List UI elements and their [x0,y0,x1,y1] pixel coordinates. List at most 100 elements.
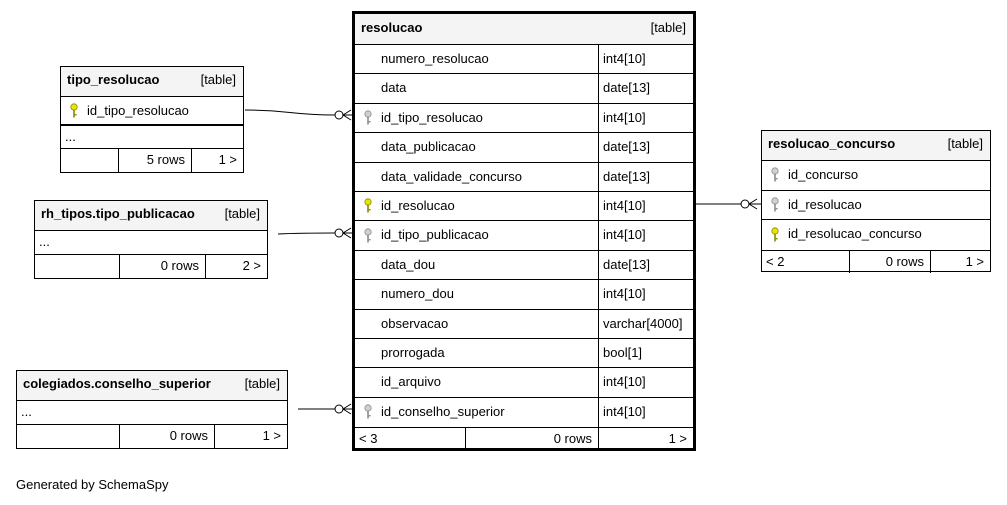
foreign-key-icon [364,404,372,419]
column-row[interactable]: id_concurso [762,161,990,191]
column-type: int4[10] [603,51,646,66]
table-tag: [table] [947,136,983,151]
children-count[interactable]: 1 > [262,428,281,443]
column-list: id_concurso id_resolucao id_resolucao_conc… [762,161,990,251]
column-name: id_concurso [788,167,859,182]
table-header: resolucao_concurso [table] [762,131,990,161]
table-title: resolucao [361,20,423,35]
column-name-cell: id_tipo_publicacao [355,221,599,250]
column-name-cell: observacao [355,309,599,338]
parents-count [61,149,119,172]
parents-count[interactable]: < 3 [355,428,466,452]
column-name: id_resolucao [381,197,455,213]
primary-key-icon [771,227,779,242]
column-name-cell: id_resolucao [355,191,599,221]
column-name: numero_resolucao [381,51,489,66]
column-type: int4[10] [603,374,646,390]
column-name-cell: id_resolucao [762,191,862,220]
column-row[interactable]: id_resolucao [762,191,990,220]
column-row[interactable]: data_publicacao date[13] [355,133,693,163]
table-header: tipo_resolucao [table] [61,67,243,97]
primary-key-icon [364,198,372,213]
table-colegiados-conselho-superior[interactable]: colegiados.conselho_superior [table] ...… [16,370,288,449]
foreign-key-icon [364,227,372,243]
table-header: resolucao [table] [355,14,693,45]
column-name-cell: data [355,74,599,103]
column-type: int4[10] [603,227,646,243]
table-tipo-resolucao[interactable]: tipo_resolucao [table] id_tipo_resolucao… [60,66,244,173]
children-count[interactable]: 1 > [965,253,984,269]
row-count: 0 rows [120,425,215,448]
table-resolucao[interactable]: resolucao [table] numero_resolucao int4[1… [352,11,696,452]
parents-count [35,255,120,278]
column-name: id_conselho_superior [381,403,505,419]
column-type: int4[10] [603,109,646,125]
column-row[interactable]: data_validade_concurso date[13] [355,162,693,192]
column-name-cell: id_tipo_resolucao [355,103,599,133]
more-columns: ... [17,401,287,425]
column-name-cell: data_dou [355,250,599,280]
table-footer: 0 rows 1 > [17,425,287,448]
more-columns: ... [61,125,243,149]
column-name: id_resolucao_concurso [788,226,922,241]
row-count: 0 rows [466,428,599,452]
column-name-cell: data_publicacao [355,133,599,162]
column-type: date[13] [603,80,650,96]
column-name-cell: numero_dou [355,280,599,309]
column-name-cell: data_validade_concurso [355,162,599,191]
column-row[interactable]: id_tipo_publicacao int4[10] [355,221,693,251]
table-header: colegiados.conselho_superior [table] [17,371,287,401]
foreign-key-icon [771,197,779,212]
children-count[interactable]: 1 > [668,431,687,447]
column-row[interactable]: id_arquivo int4[10] [355,368,693,398]
column-name: id_tipo_publicacao [381,227,489,243]
table-title: tipo_resolucao [67,72,160,87]
column-type: date[13] [603,139,650,155]
column-name-cell: id_arquivo [355,368,599,397]
foreign-key-icon [771,167,779,182]
table-footer: < 3 0 rows 1 > [355,427,693,452]
column-type: bool[1] [603,344,643,360]
table-header: rh_tipos.tipo_publicacao [table] [35,201,267,231]
row-count: 5 rows [119,149,192,172]
column-type: int4[10] [603,286,646,302]
parents-count[interactable]: < 2 [762,250,850,273]
column-row[interactable]: id_tipo_resolucao [61,97,243,125]
column-name-cell: id_concurso [762,161,858,190]
table-tag: [table] [224,206,260,221]
link-tipo-resolucao [244,109,353,121]
table-rh-tipos-tipo-publicacao[interactable]: rh_tipos.tipo_publicacao [table] ... 0 r… [34,200,268,279]
column-type: varchar[4000] [603,315,683,331]
column-row[interactable]: id_conselho_superior int4[10] [355,397,693,428]
generator-credit: Generated by SchemaSpy [16,477,169,492]
table-tag: [table] [200,72,236,87]
more-columns: ... [35,231,267,255]
link-conselho-superior [298,403,353,415]
column-row[interactable]: id_resolucao int4[10] [355,191,693,222]
row-count: 0 rows [850,250,931,273]
column-type: int4[10] [603,403,646,419]
column-type: date[13] [603,256,650,272]
children-count[interactable]: 1 > [218,152,237,167]
table-footer: 0 rows 2 > [35,255,267,278]
column-name-cell: numero_resolucao [355,45,599,74]
table-tag: [table] [244,376,280,391]
column-type: date[13] [603,168,650,184]
children-count[interactable]: 2 > [242,258,261,273]
column-type: int4[10] [603,197,646,213]
column-row[interactable]: numero_resolucao int4[10] [355,45,693,75]
column-name: id_arquivo [381,374,441,390]
table-title: colegiados.conselho_superior [23,376,211,391]
column-name-cell: prorrogada [355,338,599,368]
column-name: data_validade_concurso [381,168,522,184]
column-name: data_publicacao [381,139,476,155]
column-row[interactable]: id_resolucao_concurso [762,220,990,250]
